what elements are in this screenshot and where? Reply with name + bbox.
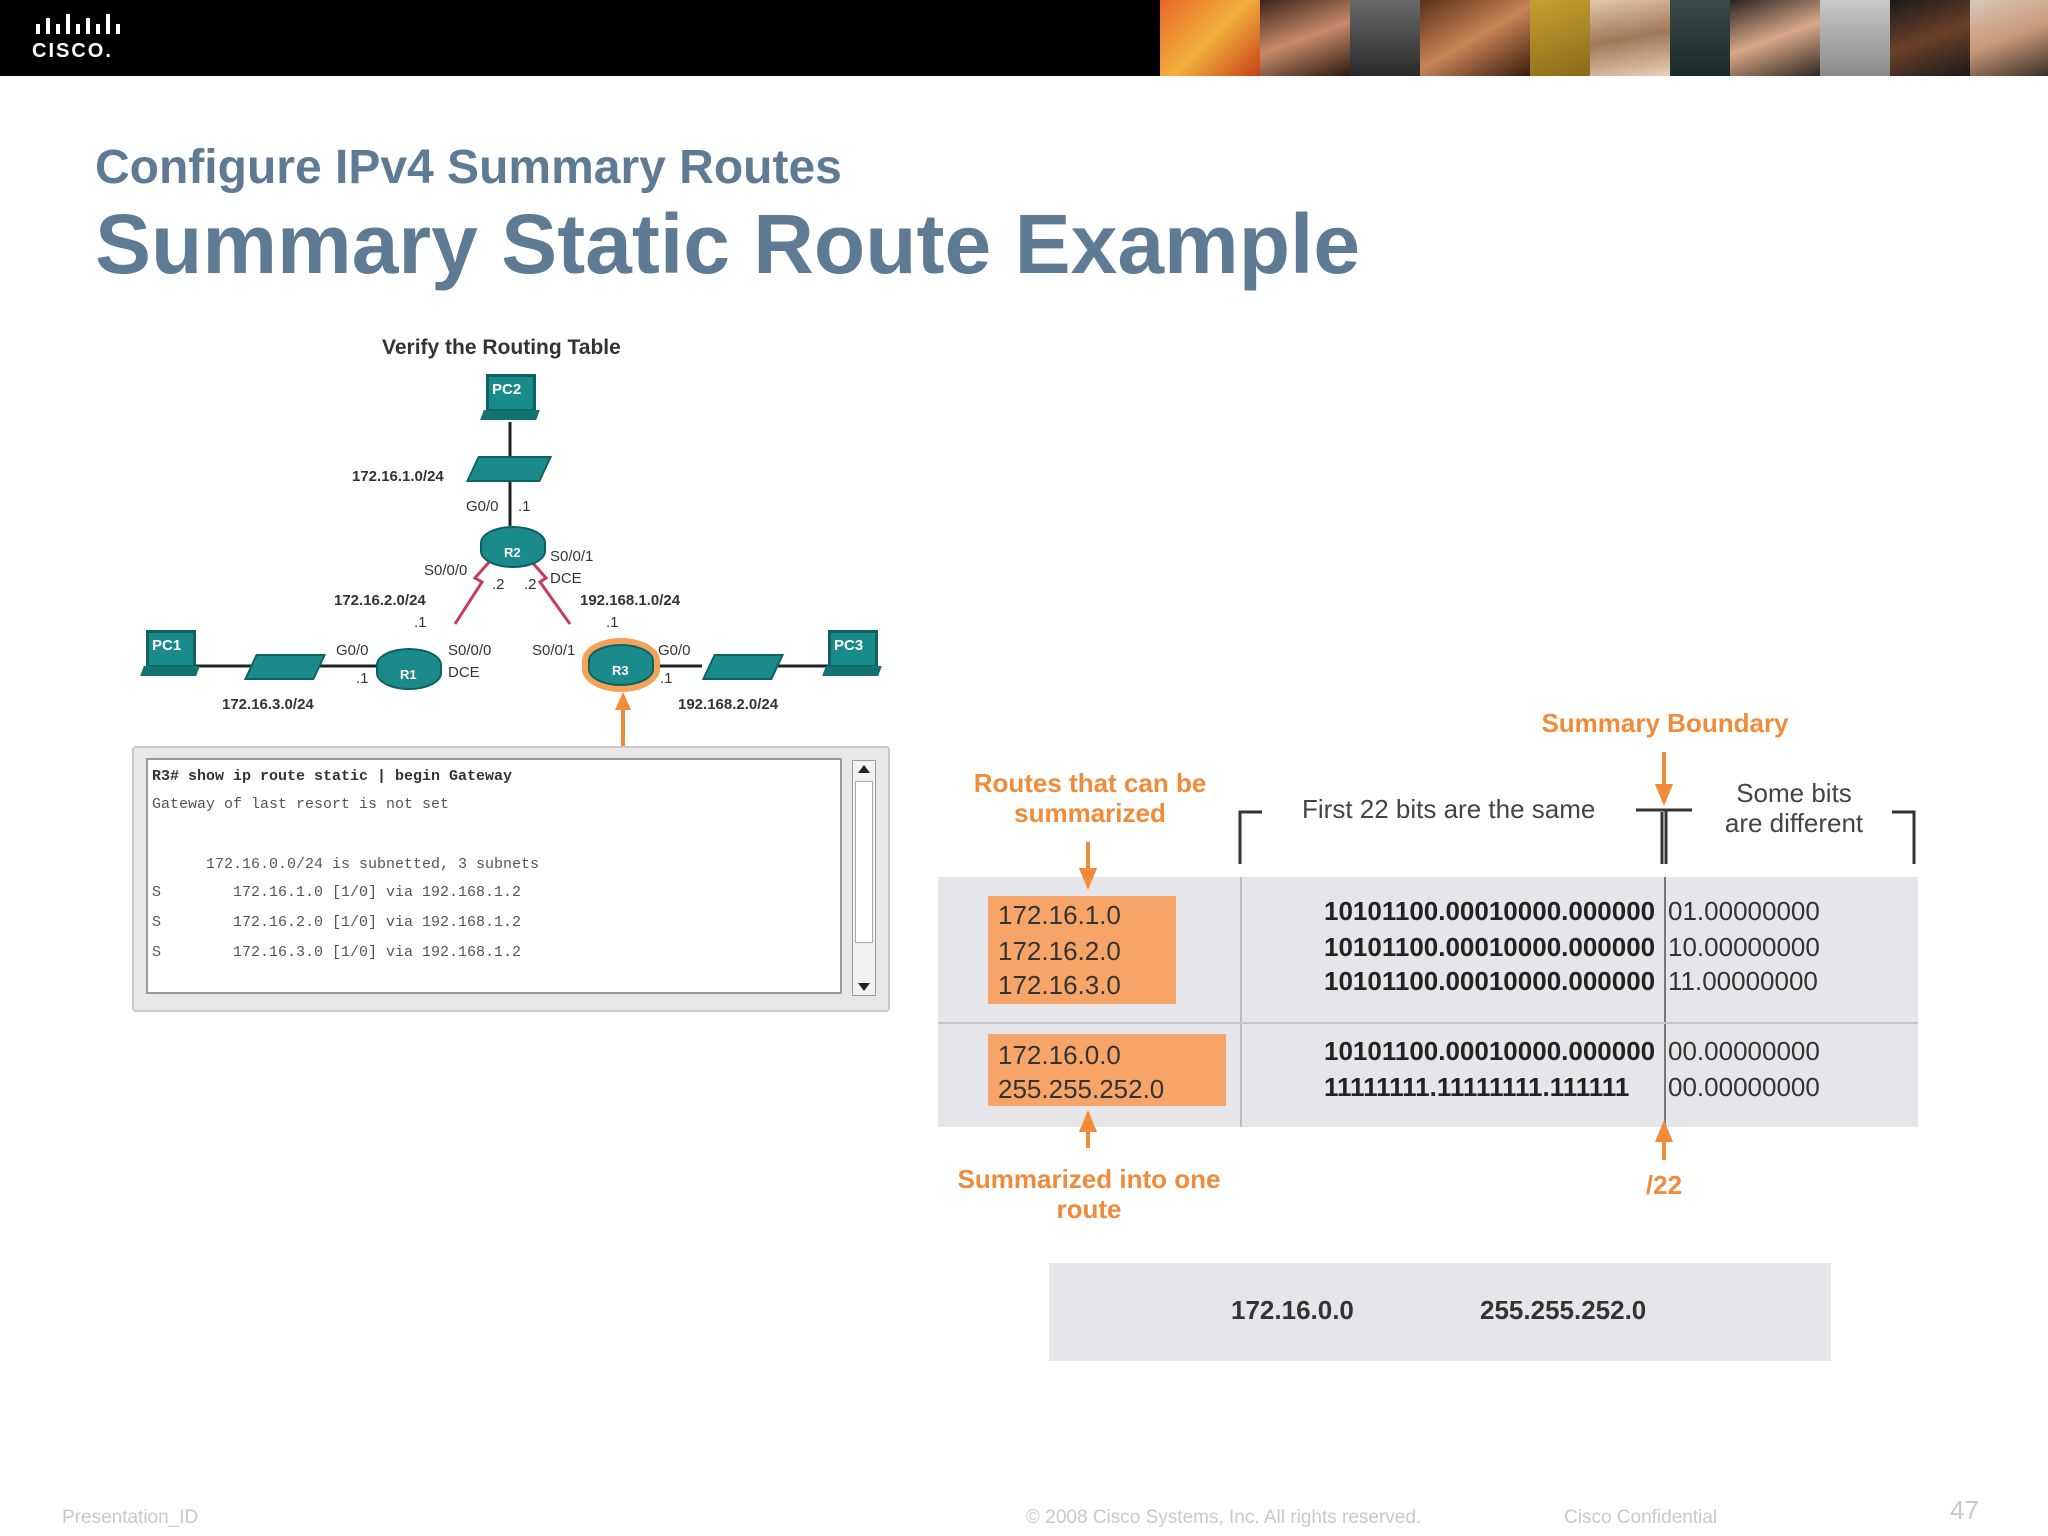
- scroll-up-arrow-icon[interactable]: [858, 765, 870, 773]
- router-r1[interactable]: R1: [376, 648, 442, 690]
- boundary-line: [1664, 877, 1666, 1127]
- interface-label: G0/0: [658, 642, 691, 659]
- switch-top: [465, 456, 553, 482]
- summary-address: 172.16.0.0: [998, 1040, 1121, 1070]
- router-r3[interactable]: R3: [588, 644, 654, 686]
- table-divider: [1240, 877, 1242, 1127]
- topology-links: [190, 422, 830, 746]
- interface-ip: .1: [414, 614, 427, 631]
- summarized-label: Summarized into one route: [957, 1164, 1221, 1224]
- router-r2[interactable]: R2: [480, 526, 546, 568]
- network-label: 192.168.2.0/24: [678, 696, 779, 713]
- interface-label: S0/0/0: [424, 562, 468, 579]
- photo-strip: [1160, 0, 2048, 76]
- route-address: 172.16.1.0: [998, 900, 1121, 930]
- r1-label: R1: [400, 667, 417, 682]
- topology-diagram: Verify the Routing Table PC2 172.16.1.0/…: [130, 330, 900, 750]
- footer-confidential: Cisco Confidential: [1564, 1507, 1718, 1528]
- interface-label: DCE: [448, 664, 480, 681]
- binary-same-bits: 10101100.00010000.000000: [1324, 932, 1656, 962]
- row-divider: [938, 1022, 1918, 1024]
- routes-summarizable-label: Routes that can be summarized: [973, 768, 1207, 828]
- interface-ip: .1: [356, 670, 369, 687]
- first-bits-label: First 22 bits are the same: [1302, 794, 1596, 824]
- page-number: 47: [1950, 1495, 1979, 1525]
- summary-highlight: [988, 1034, 1226, 1106]
- footer-copyright: © 2008 Cisco Systems, Inc. All rights re…: [1026, 1507, 1422, 1528]
- pc3-label: PC3: [834, 637, 864, 654]
- binary-diff-bits: 00.00000000: [1668, 1036, 1820, 1066]
- result-network: 172.16.0.0: [1231, 1295, 1354, 1325]
- binary-diff-bits: 00.00000000: [1668, 1072, 1820, 1102]
- route-address: 172.16.3.0: [998, 970, 1121, 1000]
- pc1-label: PC1: [152, 637, 182, 654]
- interface-label: G0/0: [336, 642, 369, 659]
- r3-label: R3: [612, 663, 629, 678]
- topology-caption: Verify the Routing Table: [382, 336, 621, 359]
- prefix-label: /22: [1645, 1170, 1683, 1200]
- cisco-logo: CISCO.: [32, 12, 122, 64]
- logo-text: CISCO.: [32, 40, 113, 62]
- cli-command: R3# show ip route static | begin Gateway: [152, 768, 513, 785]
- cisco-logo-bars-icon: [36, 14, 120, 34]
- result-mask: 255.255.252.0: [1480, 1295, 1647, 1325]
- pc3-device[interactable]: PC3: [822, 630, 882, 680]
- interface-label: S0/0/1: [532, 642, 576, 659]
- summary-mask: 255.255.252.0: [998, 1074, 1165, 1104]
- network-label: 172.16.1.0/24: [352, 468, 444, 485]
- summary-route-result: 172.16.0.0 255.255.252.0: [1049, 1263, 1831, 1361]
- interface-ip: .1: [518, 498, 531, 515]
- network-label: 192.168.1.0/24: [580, 592, 681, 609]
- binary-diff-bits: 11.00000000: [1668, 966, 1818, 996]
- slide-subtitle: Configure IPv4 Summary Routes: [95, 141, 842, 194]
- pc2-device[interactable]: PC2: [480, 374, 540, 424]
- binary-same-bits: 11111111.11111111.111111: [1324, 1072, 1630, 1102]
- cli-line: S 172.16.2.0 [1/0] via 192.168.1.2: [152, 914, 522, 931]
- cli-line: Gateway of last resort is not set: [152, 796, 450, 813]
- cli-line: S 172.16.1.0 [1/0] via 192.168.1.2: [152, 884, 522, 901]
- cli-line: 172.16.0.0/24 is subnetted, 3 subnets: [152, 856, 540, 873]
- routes-highlight: [988, 896, 1176, 1004]
- cli-output-window: R3# show ip route static | begin Gateway…: [132, 746, 890, 1012]
- switch-left: [243, 654, 327, 680]
- binary-same-bits: 10101100.00010000.000000: [1324, 966, 1656, 996]
- interface-ip: .2: [524, 576, 537, 593]
- cli-text-area[interactable]: R3# show ip route static | begin Gateway…: [146, 758, 842, 994]
- summary-boundary-label: Summary Boundary: [1541, 708, 1789, 738]
- network-label: 172.16.3.0/24: [222, 696, 314, 713]
- switch-right: [701, 654, 785, 680]
- cli-scrollbar[interactable]: [852, 760, 876, 996]
- interface-label: S0/0/0: [448, 642, 492, 659]
- interface-label: G0/0: [466, 498, 499, 515]
- interface-ip: .2: [492, 576, 505, 593]
- interface-ip: .1: [606, 614, 619, 631]
- interface-label: S0/0/1: [550, 548, 594, 565]
- binary-same-bits: 10101100.00010000.000000: [1324, 1036, 1656, 1066]
- diff-bits-label: Some bits are different: [1724, 778, 1864, 838]
- scroll-thumb[interactable]: [855, 781, 873, 943]
- route-address: 172.16.2.0: [998, 936, 1121, 966]
- top-banner: CISCO.: [0, 0, 2048, 76]
- interface-ip: .1: [660, 670, 673, 687]
- interface-label: DCE: [550, 570, 582, 587]
- r2-label: R2: [504, 545, 521, 560]
- binary-same-bits: 10101100.00010000.000000: [1324, 896, 1656, 926]
- pc1-device[interactable]: PC1: [140, 630, 200, 680]
- slide-title: Summary Static Route Example: [95, 197, 1361, 291]
- footer-presentation-id: Presentation_ID: [62, 1507, 199, 1528]
- network-label: 172.16.2.0/24: [334, 592, 426, 609]
- scroll-down-arrow-icon[interactable]: [858, 983, 870, 991]
- binary-diff-bits: 01.00000000: [1668, 896, 1820, 926]
- cli-line: S 172.16.3.0 [1/0] via 192.168.1.2: [152, 944, 522, 961]
- pc2-label: PC2: [492, 381, 522, 398]
- binary-diff-bits: 10.00000000: [1668, 932, 1820, 962]
